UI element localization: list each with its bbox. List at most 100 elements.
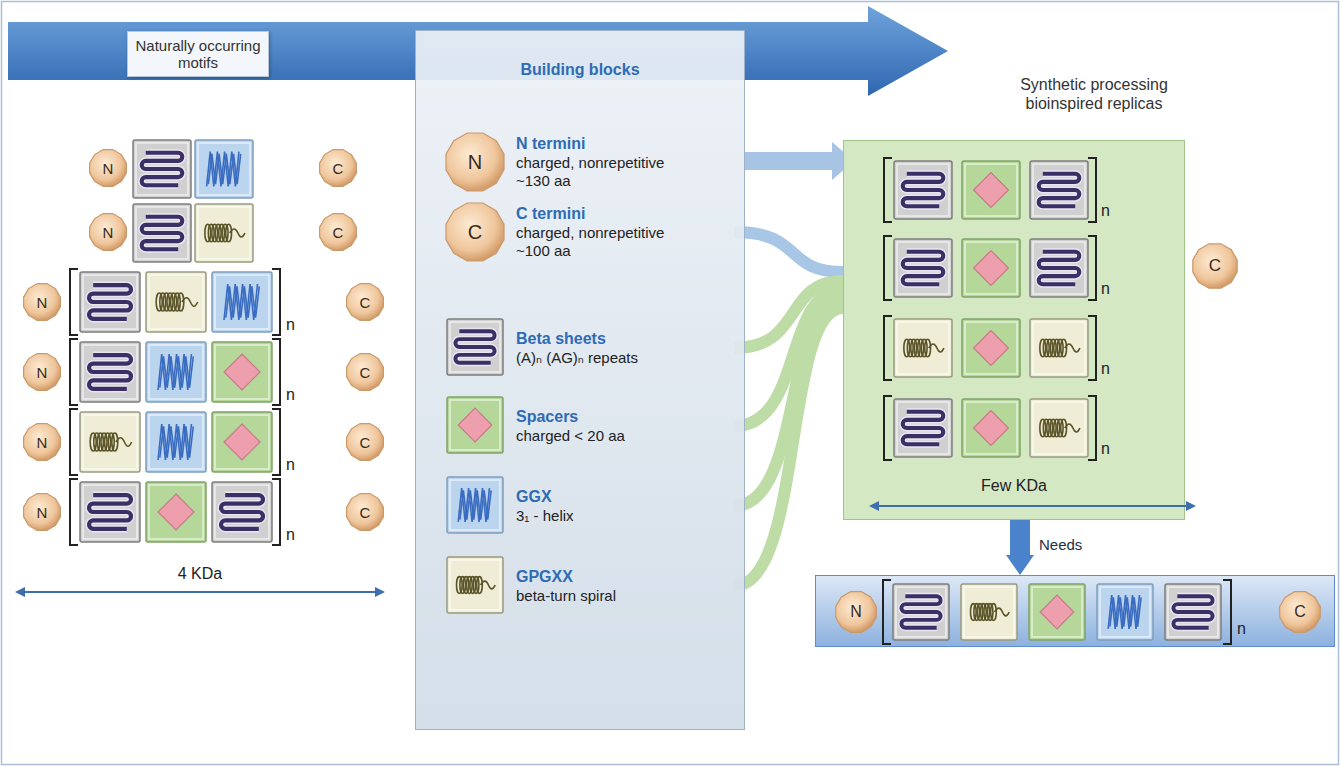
terminus-letter: N bbox=[834, 590, 878, 634]
terminus-octagon: C bbox=[345, 492, 385, 532]
entry-heading: GGX bbox=[516, 487, 731, 506]
entry-heading: Spacers bbox=[516, 407, 731, 426]
spacer-diamond bbox=[158, 494, 194, 530]
beta-sheet-outline bbox=[142, 153, 183, 185]
tile-bevel bbox=[198, 207, 250, 259]
building-blocks-panel: Building blocksN terminicharged, nonrepe… bbox=[415, 30, 745, 730]
helix-scribble bbox=[160, 426, 193, 457]
building-block-entry: Beta sheets(A)ₙ (AG)ₙ repeats bbox=[444, 319, 734, 377]
repeat-count: n bbox=[1101, 280, 1110, 298]
target-band: nNC bbox=[815, 575, 1335, 647]
size-label: 4 KDa bbox=[150, 565, 250, 583]
connector bbox=[734, 232, 843, 272]
terminus-letter: C bbox=[444, 201, 506, 263]
motif-tile bbox=[447, 557, 503, 613]
helix-scribble bbox=[1110, 597, 1141, 626]
spacer-diamond bbox=[224, 354, 260, 390]
motif-tile bbox=[80, 482, 140, 542]
beta-sheet-strand bbox=[903, 412, 944, 444]
entry-description: charged, nonrepetitive ~130 aa bbox=[516, 154, 691, 190]
connector-line bbox=[734, 232, 843, 272]
motif-tile bbox=[894, 161, 952, 219]
tile-bevel bbox=[215, 485, 269, 539]
entry-description: 3₁ - helix bbox=[516, 507, 691, 525]
motif-tile bbox=[80, 272, 140, 332]
connector-line bbox=[1010, 520, 1030, 557]
terminus-octagon: C bbox=[345, 352, 385, 392]
beta-sheet-strand bbox=[89, 495, 131, 529]
spacer-diamond bbox=[1040, 595, 1074, 629]
spiral-tail bbox=[995, 608, 1010, 616]
tile-bevel bbox=[149, 415, 203, 469]
motif-tile bbox=[447, 477, 503, 533]
spiral-tail bbox=[116, 438, 132, 446]
entry-text-column: Spacerscharged < 20 aa bbox=[516, 397, 731, 455]
repeat-count: n bbox=[286, 316, 295, 334]
helix-scribble bbox=[208, 154, 240, 184]
terminus-octagon: C bbox=[318, 148, 358, 188]
terminus-octagon: N bbox=[88, 148, 128, 188]
beta-sheet-outline bbox=[901, 596, 940, 627]
entry-text-column: C terminicharged, nonrepetitive ~100 aa bbox=[516, 199, 731, 265]
terminus-octagon: C bbox=[444, 201, 506, 263]
tile-bevel bbox=[1168, 587, 1218, 637]
terminus-octagon: N bbox=[88, 212, 128, 252]
beta-sheet-outline bbox=[455, 331, 494, 362]
helix-scribble bbox=[460, 490, 491, 519]
tile-bevel bbox=[83, 275, 137, 329]
terminus-letter: C bbox=[1278, 590, 1322, 634]
repeat-count: n bbox=[1101, 202, 1110, 220]
motif-tile bbox=[146, 342, 206, 402]
beta-sheet-strand bbox=[1039, 174, 1080, 206]
spacer-diamond bbox=[458, 408, 492, 442]
repeat-bracket bbox=[884, 236, 892, 300]
beta-sheet-strand bbox=[901, 596, 940, 627]
tile-bevel bbox=[896, 587, 946, 637]
tile-bevel bbox=[83, 485, 137, 539]
terminus-octagon: C bbox=[345, 282, 385, 322]
repeat-bracket bbox=[884, 316, 892, 380]
tile-bevel bbox=[964, 587, 1014, 637]
terminus-octagon: C bbox=[1191, 242, 1239, 290]
motif-tile bbox=[894, 399, 952, 457]
motif-tile bbox=[80, 342, 140, 402]
repeat-bracket bbox=[883, 580, 891, 644]
spacer-diamond bbox=[224, 424, 260, 460]
terminus-letter: N bbox=[22, 422, 62, 462]
tile-bevel bbox=[83, 345, 137, 399]
terminus-letter: C bbox=[318, 148, 358, 188]
title-box: Naturally occurring motifs bbox=[127, 31, 269, 78]
entry-heading: N termini bbox=[516, 134, 731, 153]
beta-sheet-strand bbox=[1173, 596, 1212, 627]
beta-sheet-strand bbox=[1039, 252, 1080, 284]
motif-tile bbox=[1030, 399, 1088, 457]
connector-line bbox=[734, 308, 843, 586]
beta-sheet-outline bbox=[1039, 174, 1080, 206]
beta-sheet-strand bbox=[89, 355, 131, 389]
spiral-tail bbox=[1065, 344, 1080, 352]
beta-sheet-strand bbox=[903, 174, 944, 206]
terminus-letter: C bbox=[345, 282, 385, 322]
tile-bevel bbox=[897, 242, 949, 294]
motif-tile bbox=[212, 412, 272, 472]
motif-tile bbox=[1029, 584, 1085, 640]
beta-sheet-outline bbox=[89, 285, 131, 319]
terminus-octagon: N bbox=[834, 590, 878, 634]
tile-bevel bbox=[215, 275, 269, 329]
tile-bevel bbox=[965, 242, 1017, 294]
building-block-entry: C terminicharged, nonrepetitive ~100 aaC bbox=[444, 199, 734, 265]
repeat-count: n bbox=[286, 386, 295, 404]
spacer-diamond bbox=[974, 411, 1009, 446]
repeat-count: n bbox=[1101, 360, 1110, 378]
entry-heading: Beta sheets bbox=[516, 329, 731, 348]
tile-bevel bbox=[1033, 402, 1085, 454]
tile-bevel bbox=[965, 164, 1017, 216]
tile-bevel bbox=[1032, 587, 1082, 637]
beta-sheet-strand bbox=[903, 252, 944, 284]
building-block-entry: N terminicharged, nonrepetitive ~130 aaN bbox=[444, 129, 734, 195]
size-arrow bbox=[15, 587, 385, 597]
motif-tile bbox=[962, 161, 1020, 219]
entry-description: charged, nonrepetitive ~100 aa bbox=[516, 224, 691, 260]
repeat-bracket bbox=[272, 339, 280, 405]
